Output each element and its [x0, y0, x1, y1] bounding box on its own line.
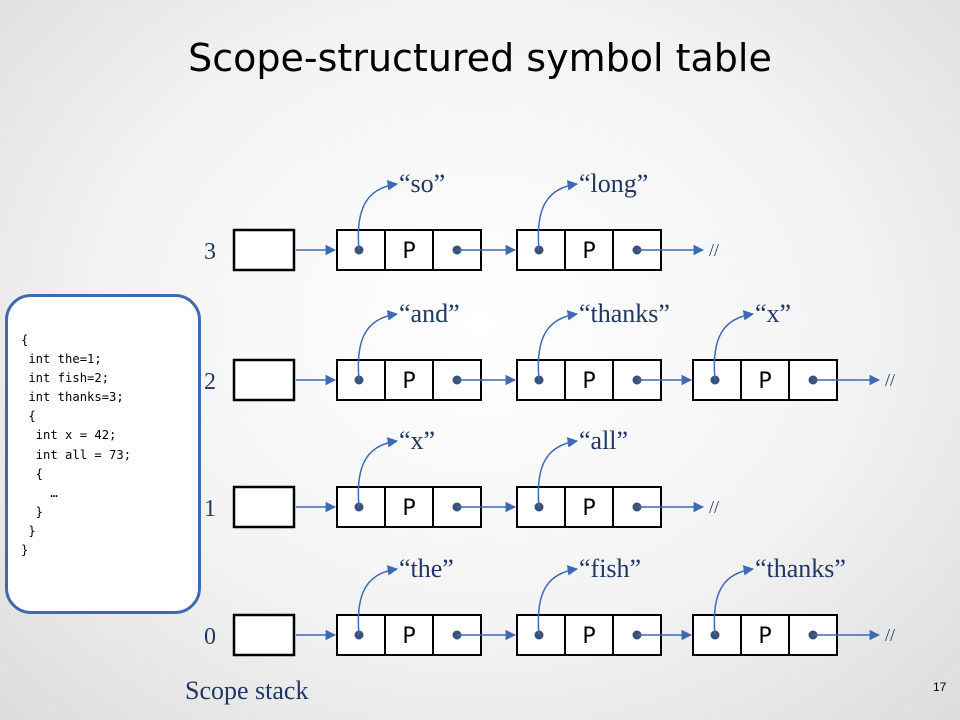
name-pointer-arrow — [357, 565, 399, 636]
symbol-name-label: “so” — [399, 169, 445, 198]
stack-slot — [232, 613, 296, 657]
node-p-label: P — [402, 496, 415, 521]
scope-level-number: 0 — [204, 624, 216, 650]
null-terminator: // — [885, 370, 895, 390]
node-p-label: P — [758, 624, 771, 649]
name-pointer-arrow — [357, 310, 399, 381]
symbol-name-label: “fish” — [579, 554, 641, 583]
node-p-label: P — [402, 239, 415, 264]
scope-stack-caption: Scope stack — [185, 676, 309, 705]
symbol-name-label: “and” — [399, 299, 460, 328]
name-pointer-arrow — [713, 310, 755, 381]
stack-slot — [232, 228, 296, 272]
page-title: Scope-structured symbol table — [188, 36, 772, 80]
node-p-label: P — [582, 239, 595, 264]
node-p-label: P — [582, 369, 595, 394]
name-pointer-arrow — [357, 180, 399, 251]
scope-level-number: 1 — [204, 496, 216, 522]
name-pointer-arrow — [537, 437, 579, 508]
symbol-name-label: “all” — [579, 426, 628, 455]
symbol-name-label: “x” — [399, 426, 435, 455]
node-p-label: P — [758, 369, 771, 394]
null-terminator: // — [709, 497, 719, 517]
name-pointer-arrow — [537, 180, 579, 251]
node-p-label: P — [582, 496, 595, 521]
stack-slot — [232, 358, 296, 402]
code-listing: { int the=1; int fish=2; int thanks=3; {… — [21, 333, 132, 558]
stack-slot — [232, 485, 296, 529]
symbol-name-label: “x” — [755, 299, 791, 328]
scope-level-number: 3 — [204, 239, 216, 265]
scope-level-number: 2 — [204, 369, 216, 395]
symbol-name-label: “thanks” — [755, 554, 846, 583]
name-pointer-arrow — [357, 437, 399, 508]
null-terminator: // — [885, 625, 895, 645]
name-pointer-arrow — [537, 310, 579, 381]
name-pointer-arrow — [713, 565, 755, 636]
symbol-name-label: “long” — [579, 169, 648, 198]
null-terminator: // — [709, 240, 719, 260]
symbol-name-label: “thanks” — [579, 299, 670, 328]
code-box: { int the=1; int fish=2; int thanks=3; {… — [5, 294, 201, 614]
symbol-name-label: “the” — [399, 554, 454, 583]
name-pointer-arrow — [537, 565, 579, 636]
page-number: 17 — [933, 680, 947, 694]
node-p-label: P — [402, 624, 415, 649]
node-p-label: P — [582, 624, 595, 649]
node-p-label: P — [402, 369, 415, 394]
